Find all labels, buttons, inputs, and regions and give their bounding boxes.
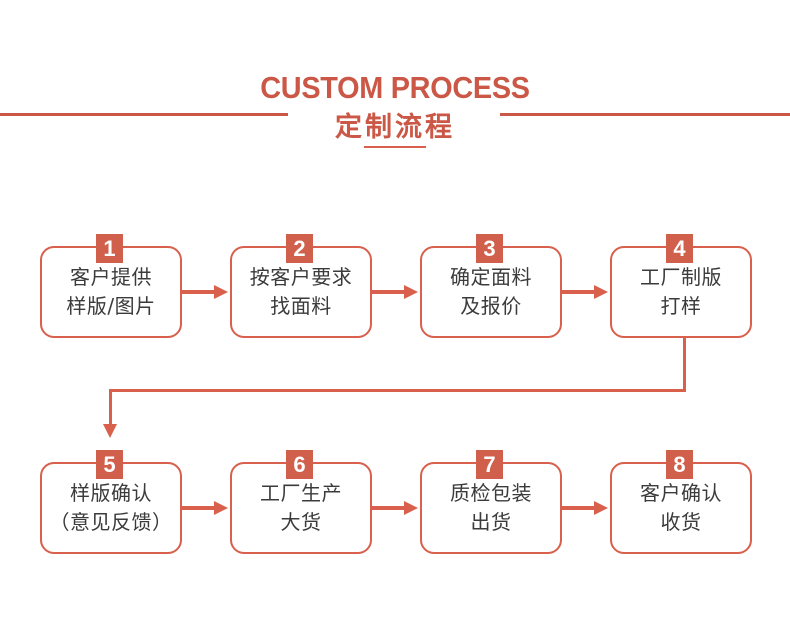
connector-step-4-down xyxy=(683,338,686,392)
flow-step-6: 6 工厂生产 大货 xyxy=(230,450,372,554)
arrow-step-6-to-7 xyxy=(372,501,418,515)
arrow-head-icon xyxy=(214,285,228,299)
step-number-badge: 2 xyxy=(286,234,313,263)
step-number-badge: 5 xyxy=(96,450,123,479)
header-underline xyxy=(364,146,426,148)
arrow-shaft xyxy=(372,506,406,510)
arrow-step-1-to-2 xyxy=(182,285,228,299)
flow-step-4: 4 工厂制版 打样 xyxy=(610,234,752,338)
arrow-head-icon xyxy=(404,501,418,515)
arrow-head-icon xyxy=(404,285,418,299)
step-number-badge: 3 xyxy=(476,234,503,263)
step-label: 客户确认 收货 xyxy=(640,481,722,534)
step-label: 客户提供 样版/图片 xyxy=(66,265,156,318)
arrow-step-2-to-3 xyxy=(372,285,418,299)
arrow-head-icon xyxy=(594,501,608,515)
arrow-step-7-to-8 xyxy=(562,501,608,515)
connector-row-bridge xyxy=(109,389,686,392)
arrow-step-5-to-6 xyxy=(182,501,228,515)
title-english: CUSTOM PROCESS xyxy=(260,70,530,105)
step-number-badge: 8 xyxy=(666,450,693,479)
arrow-shaft xyxy=(562,506,596,510)
step-number-badge: 6 xyxy=(286,450,313,479)
flow-step-1: 1 客户提供 样版/图片 xyxy=(40,234,182,338)
step-number-badge: 1 xyxy=(96,234,123,263)
arrow-head-icon xyxy=(214,501,228,515)
step-label: 样版确认 （意见反馈） xyxy=(49,481,173,534)
step-label: 工厂制版 打样 xyxy=(640,265,722,318)
arrow-shaft xyxy=(182,290,216,294)
header-rule-left xyxy=(0,113,288,116)
arrow-head-icon xyxy=(103,424,117,438)
arrow-shaft xyxy=(562,290,596,294)
header-rule-right xyxy=(500,113,790,116)
flow-step-7: 7 质检包装 出货 xyxy=(420,450,562,554)
arrow-step-3-to-4 xyxy=(562,285,608,299)
connector-step-5-down xyxy=(109,389,112,427)
flow-step-2: 2 按客户要求 找面料 xyxy=(230,234,372,338)
title-chinese: 定制流程 xyxy=(335,112,455,142)
step-number-badge: 7 xyxy=(476,450,503,479)
step-label: 工厂生产 大货 xyxy=(260,481,342,534)
flow-step-5: 5 样版确认 （意见反馈） xyxy=(40,450,182,554)
arrow-shaft xyxy=(182,506,216,510)
step-number-badge: 4 xyxy=(666,234,693,263)
arrow-shaft xyxy=(372,290,406,294)
step-label: 确定面料 及报价 xyxy=(450,265,532,318)
flow-step-3: 3 确定面料 及报价 xyxy=(420,234,562,338)
flow-step-8: 8 客户确认 收货 xyxy=(610,450,752,554)
step-label: 按客户要求 找面料 xyxy=(249,265,353,318)
arrow-head-icon xyxy=(594,285,608,299)
step-label: 质检包装 出货 xyxy=(450,481,532,534)
header: CUSTOM PROCESS 定制流程 xyxy=(0,0,790,170)
